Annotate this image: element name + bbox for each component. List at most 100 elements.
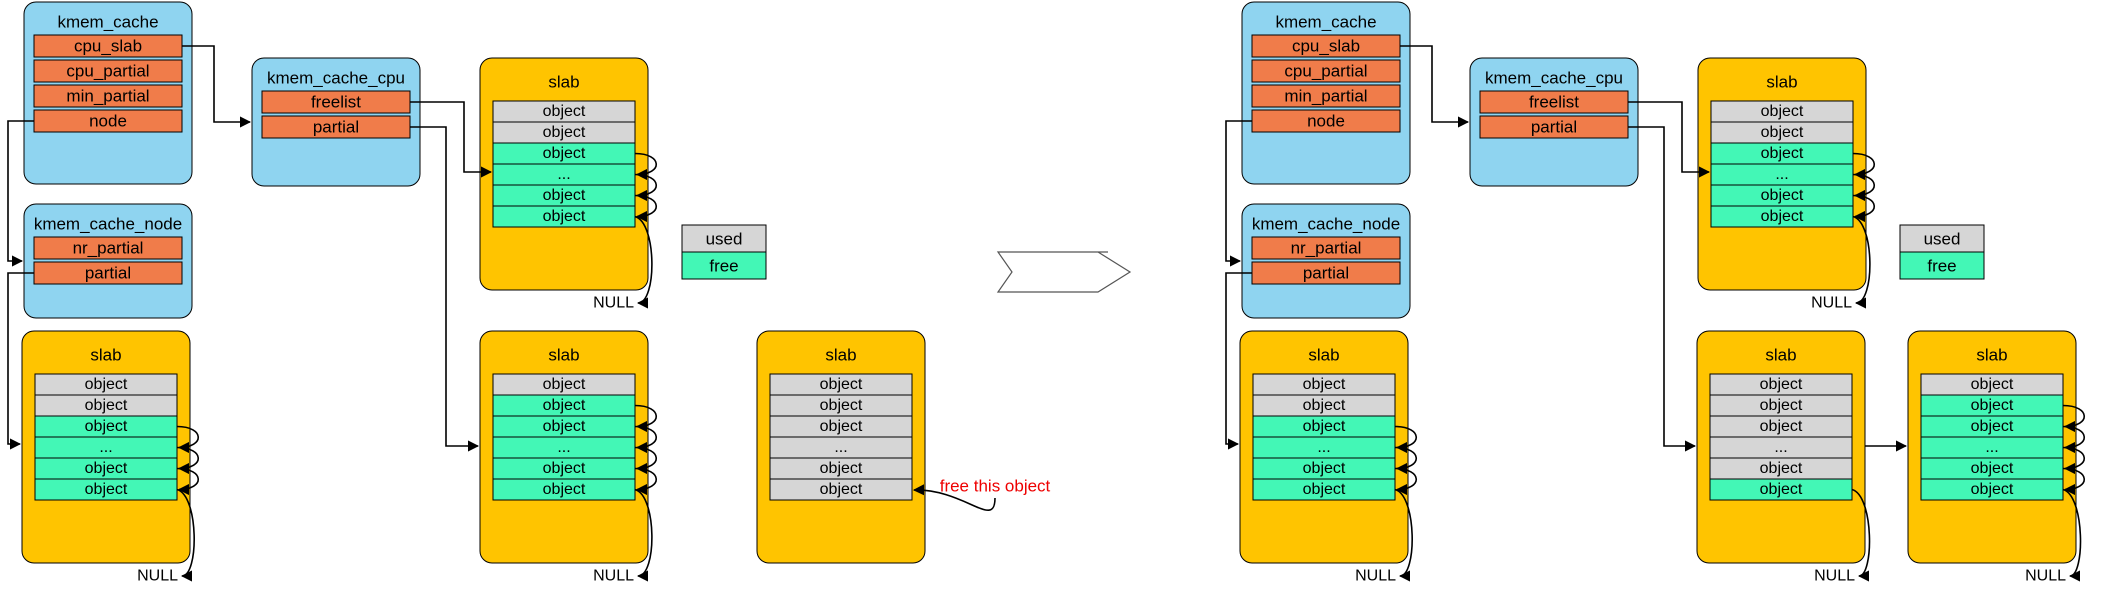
node-partial-pointer bbox=[7, 272, 34, 450]
node-slab-object-label: object bbox=[1303, 418, 1346, 435]
legend-used bbox=[1899, 224, 1985, 253]
cpu-partial-slab-2-object-label: object bbox=[1971, 481, 2014, 498]
cpu-partial-slab-title: slab bbox=[548, 346, 579, 365]
cpu-partial-slab-2-object-label: ... bbox=[1985, 439, 1998, 456]
cpu-slab-pointer bbox=[182, 45, 252, 128]
kmem-cache-cpu-box-field-label: freelist bbox=[1529, 93, 1579, 112]
kmem-cache-node-box-title: kmem_cache_node bbox=[1252, 215, 1400, 234]
cpu-slab-null-link bbox=[634, 215, 653, 309]
cpu-slab-null-link bbox=[1852, 215, 1871, 309]
cpu-partial-slab-2-freelist-link bbox=[2062, 446, 2085, 475]
full-slab-object-label: object bbox=[820, 460, 863, 477]
node-slab-object-label: object bbox=[1303, 376, 1346, 393]
cpu-partial-slab-2-null-label: NULL bbox=[2025, 568, 2066, 585]
cpu-partial-slab-object-label: ... bbox=[557, 439, 570, 456]
node-pointer bbox=[7, 120, 34, 267]
cpu-partial-slab-object-label: object bbox=[543, 376, 586, 393]
cpu-slab-object-label: object bbox=[1761, 145, 1804, 162]
cpu-slab-object-label: object bbox=[543, 208, 586, 225]
kmem-cache-box-field-label: cpu_partial bbox=[66, 62, 149, 81]
cpu-slab-object-label: object bbox=[1761, 187, 1804, 204]
legend-used-label: used bbox=[1924, 230, 1961, 249]
cpu-partial-slab-object-label: object bbox=[543, 460, 586, 477]
legend-free-label: free bbox=[1927, 257, 1956, 276]
kmem-cache-cpu-box-title: kmem_cache_cpu bbox=[1485, 69, 1623, 88]
node-slab-freelist-link bbox=[176, 467, 199, 496]
kmem-cache-node-box-field-label: nr_partial bbox=[1291, 239, 1362, 258]
kmem-cache-node-box bbox=[23, 203, 193, 319]
cpu-partial-slab-freelist-link bbox=[634, 467, 657, 496]
cpu-partial-slab-2-freelist-link bbox=[2062, 404, 2085, 433]
kmem-cache-box-field-label: min_partial bbox=[1284, 87, 1367, 106]
cpu-partial-slab-null-link bbox=[634, 488, 653, 582]
cpu-slab-object-label: object bbox=[543, 145, 586, 162]
kmem-cache-cpu-box-field-label: freelist bbox=[311, 93, 361, 112]
legend-free bbox=[1899, 251, 1985, 280]
cpu-slab-object-label: ... bbox=[1775, 166, 1788, 183]
kmem-cache-box-field-label: cpu_slab bbox=[74, 37, 142, 56]
cpu-partial-slab-2-title: slab bbox=[1976, 346, 2007, 365]
cpu-slab-object-label: object bbox=[543, 103, 586, 120]
freelist-pointer bbox=[1628, 101, 1711, 178]
full-slab-object-label: object bbox=[820, 397, 863, 414]
cpu-partial-slab-object-label: object bbox=[543, 397, 586, 414]
cpu-slab-pointer bbox=[1400, 45, 1470, 128]
node-slab-title: slab bbox=[90, 346, 121, 365]
cpu-partial-slab-2-object-label: object bbox=[1971, 418, 2014, 435]
cpu-slab-object-label: ... bbox=[557, 166, 570, 183]
kmem-cache-box-field-label: cpu_slab bbox=[1292, 37, 1360, 56]
full-slab-title: slab bbox=[825, 346, 856, 365]
cpu-partial-pointer bbox=[410, 126, 480, 452]
full-slab-object-label: ... bbox=[834, 439, 847, 456]
node-slab-freelist-link bbox=[176, 425, 199, 454]
kmem-cache-node-box-field-label: partial bbox=[1303, 264, 1349, 283]
kmem-cache-box-field-label: min_partial bbox=[66, 87, 149, 106]
cpu-slab-object-label: object bbox=[1761, 103, 1804, 120]
cpu-partial-slab-1-null-link bbox=[1851, 488, 1871, 582]
kmem-cache-box-field-min_partial bbox=[1251, 84, 1401, 108]
kmem-cache-cpu-box-field-label: partial bbox=[1531, 118, 1577, 137]
full-slab-object-label: object bbox=[820, 376, 863, 393]
kmem-cache-box-field-cpu_partial bbox=[1251, 59, 1401, 83]
cpu-slab-freelist-link bbox=[634, 152, 657, 181]
node-slab-object-label: object bbox=[85, 418, 128, 435]
annotation-label: free this object bbox=[940, 477, 1051, 496]
kmem-cache-node-box-field-nr_partial bbox=[1251, 236, 1401, 260]
legend-free-label: free bbox=[709, 257, 738, 276]
full-slab-object-label: object bbox=[820, 418, 863, 435]
kmem-cache-box-title: kmem_cache bbox=[1275, 13, 1376, 32]
cpu-partial-pointer bbox=[1628, 126, 1697, 452]
node-slab-object-label: ... bbox=[99, 439, 112, 456]
cpu-partial-slab-1-object-label: object bbox=[1760, 481, 1803, 498]
node-slab-null-link bbox=[176, 488, 195, 582]
cpu-partial-slab-freelist-link bbox=[634, 404, 657, 433]
cpu-slab-freelist-link bbox=[634, 194, 657, 223]
kmem-cache-node-box-field-nr_partial bbox=[33, 236, 183, 260]
node-slab-freelist-link bbox=[1394, 446, 1417, 475]
full-slab-object-row bbox=[769, 478, 913, 501]
node-slab-object-label: object bbox=[85, 376, 128, 393]
diagram-connectors bbox=[7, 45, 2085, 582]
cpu-partial-slab-1-object-label: ... bbox=[1774, 439, 1787, 456]
annotation-pointer bbox=[912, 484, 996, 511]
cpu-partial-slab-2-object-label: object bbox=[1971, 397, 2014, 414]
cpu-partial-slab-2-object-label: object bbox=[1971, 460, 2014, 477]
node-slab-null-label: NULL bbox=[1355, 568, 1396, 585]
cpu-partial-slab-1-object-label: object bbox=[1760, 460, 1803, 477]
kmem-cache-node-box bbox=[1241, 203, 1411, 319]
node-slab-null-link bbox=[1394, 488, 1413, 582]
cpu-partial-slab-freelist-link bbox=[634, 446, 657, 475]
cpu-partial-slab-object-label: object bbox=[543, 418, 586, 435]
node-slab-object-label: object bbox=[1303, 460, 1346, 477]
node-slab-object-label: object bbox=[1303, 397, 1346, 414]
node-slab-object-label: object bbox=[85, 481, 128, 498]
cpu-partial-slab-1-object-label: object bbox=[1760, 418, 1803, 435]
kmem-cache-box-field-label: node bbox=[89, 112, 127, 131]
kmem-cache-box-field-cpu_partial bbox=[33, 59, 183, 83]
kmem-cache-box-field-min_partial bbox=[33, 84, 183, 108]
cpu-slab-title: slab bbox=[1766, 73, 1797, 92]
cpu-slab-object-label: object bbox=[1761, 208, 1804, 225]
kmem-cache-box-title: kmem_cache bbox=[57, 13, 158, 32]
kmem-cache-box-field-label: cpu_partial bbox=[1284, 62, 1367, 81]
cpu-partial-slab-freelist-link bbox=[634, 425, 657, 454]
